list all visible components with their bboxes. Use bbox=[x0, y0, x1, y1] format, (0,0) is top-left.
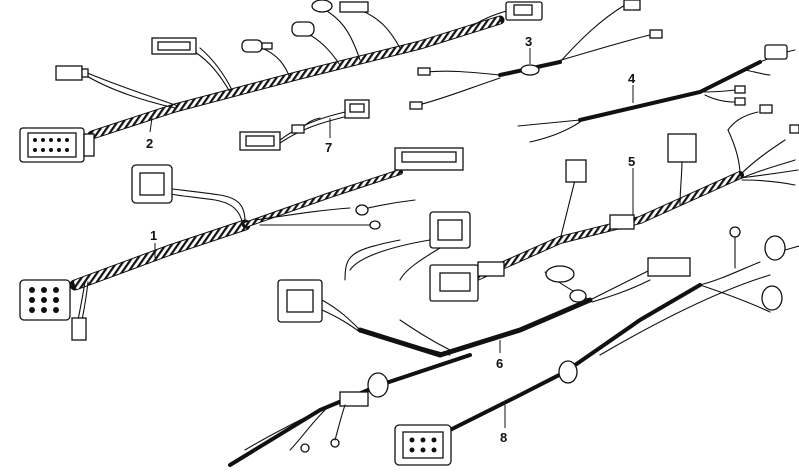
connector-9pin bbox=[19, 279, 71, 321]
callout-1: 1 bbox=[150, 228, 157, 243]
callout-2: 2 bbox=[146, 136, 153, 151]
cable-lower-main bbox=[228, 353, 472, 467]
connector-small-2pin bbox=[55, 65, 89, 81]
fuse-holder-2 bbox=[291, 21, 315, 37]
harness-5 bbox=[349, 104, 799, 302]
harness-6 bbox=[277, 239, 691, 358]
connector-relay-socket bbox=[131, 164, 173, 204]
callout-leaders bbox=[149, 48, 634, 428]
connector-12pin bbox=[19, 127, 95, 163]
harness-2 bbox=[19, 0, 543, 163]
connector-top-round bbox=[311, 0, 369, 13]
connector-5-relay-top bbox=[429, 211, 471, 249]
harness-4 bbox=[517, 44, 796, 143]
callout-4: 4 bbox=[628, 71, 636, 86]
connector-8-plug bbox=[394, 424, 452, 466]
connector-7-relay bbox=[344, 99, 370, 119]
callout-3: 3 bbox=[525, 34, 532, 49]
callout-7: 7 bbox=[325, 140, 332, 155]
harness-3 bbox=[409, 0, 663, 110]
harness-1 bbox=[19, 147, 464, 341]
harness-7 bbox=[239, 99, 370, 151]
callout-labels: 1 2 3 4 5 6 7 8 bbox=[146, 34, 636, 445]
connector-7-block bbox=[239, 124, 305, 151]
fuse-holder bbox=[241, 39, 273, 53]
callout-5: 5 bbox=[628, 154, 635, 169]
callout-8: 8 bbox=[500, 430, 507, 445]
harness-8 bbox=[394, 226, 799, 466]
callout-6: 6 bbox=[496, 356, 503, 371]
connector-flat-block bbox=[151, 37, 197, 55]
connector-5-relay-pair bbox=[429, 261, 505, 302]
connector-6-socket bbox=[277, 279, 323, 323]
connector-multi-top bbox=[394, 147, 464, 171]
connector-top-right bbox=[505, 1, 543, 21]
